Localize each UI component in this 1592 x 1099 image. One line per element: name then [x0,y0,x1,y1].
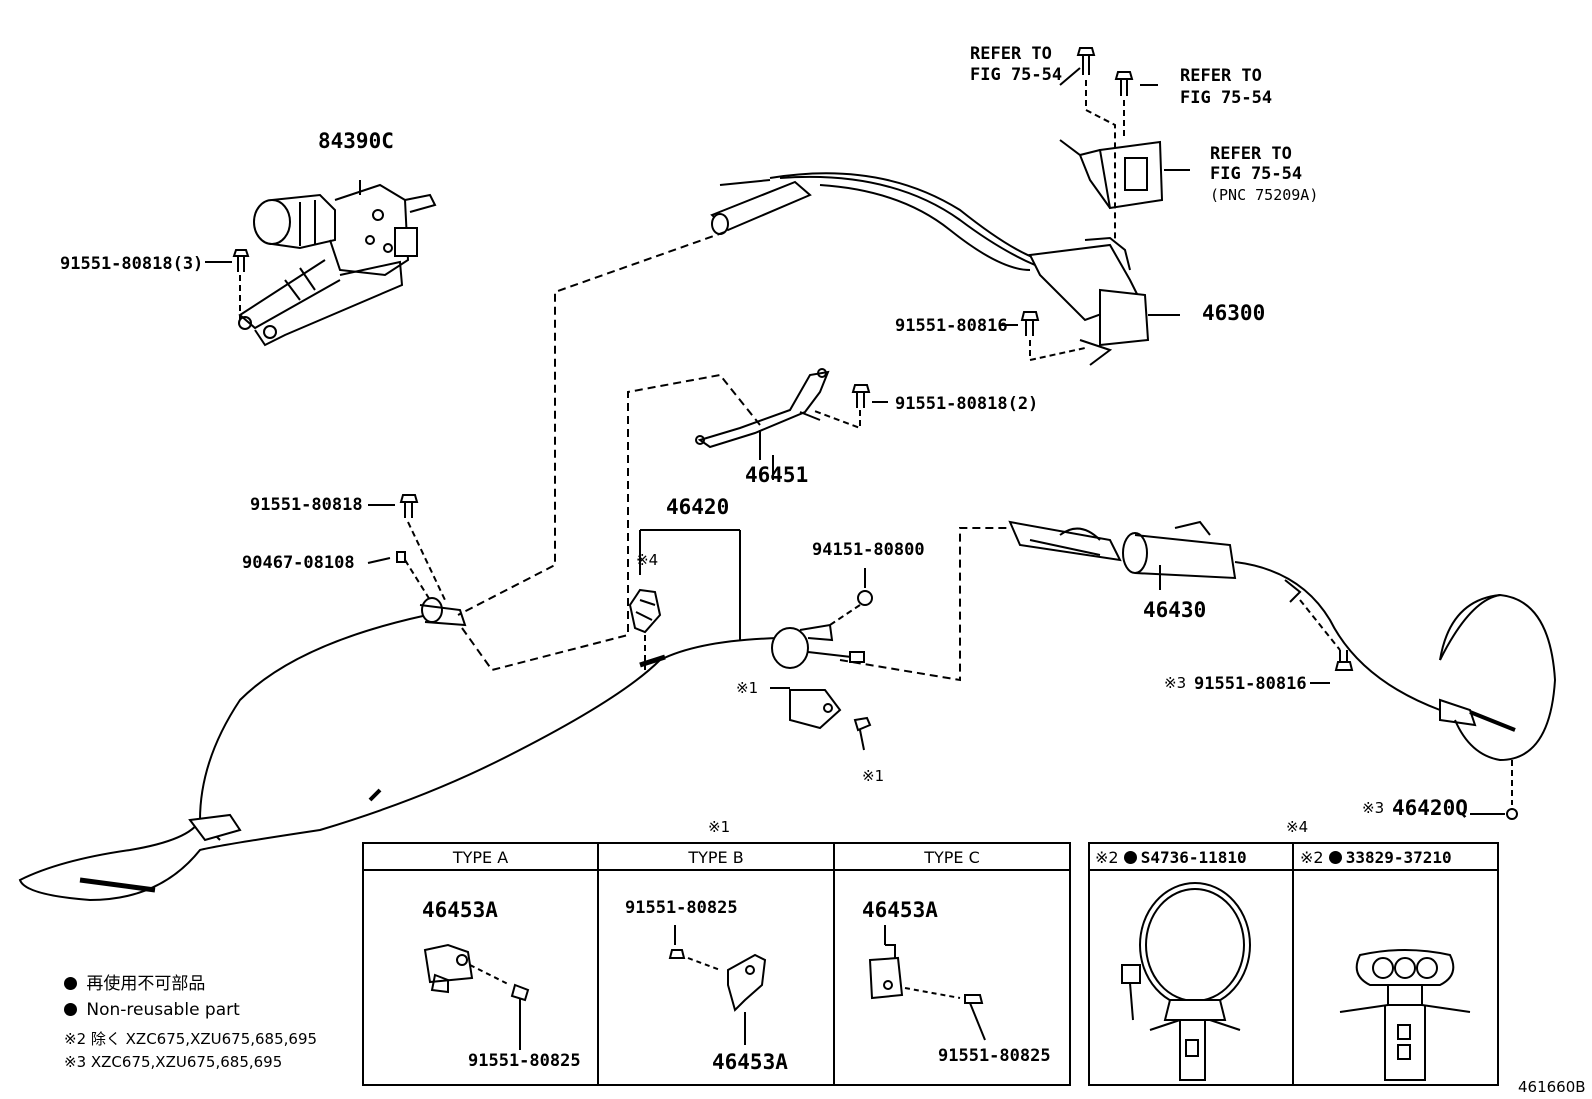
table-clips [1088,842,1499,1086]
refer-3-line3: (PNC 75209A) [1210,186,1319,204]
table1-b-part1: 91551-80825 [625,898,738,918]
mark-3-a: ※3 [1164,674,1187,692]
label-46420Q: 46420Q [1392,796,1468,820]
mark-3-b: ※3 [1362,799,1385,817]
table1-b-part2: 46453A [712,1050,788,1074]
table1-c-part2: 91551-80825 [938,1046,1051,1066]
non-reusable-dot-icon [64,977,77,990]
lever-assembly-84390C [238,183,437,347]
refer-3-line1: REFER TO [1210,144,1292,164]
table1-type-b: TYPE B [688,848,744,867]
legend-en: Non-reusable part [64,1002,240,1019]
bracket-46451 [695,368,888,460]
table1-type-a: TYPE A [452,848,509,867]
label-46430: 46430 [1143,598,1207,622]
mark-1-a: ※1 [736,679,759,697]
bracket-mark1 [770,687,872,751]
label-91551-80816-mid: 91551-80816 [1194,674,1307,694]
table1-c-part1: 46453A [862,898,938,922]
nut-46420Q [1470,760,1518,820]
leader-lines [205,180,774,480]
table2-caption: ※4 [1286,818,1309,836]
refer-1-line2: FIG 75-54 [970,65,1063,85]
label-91551-80818: 91551-80818 [250,495,363,515]
table1-caption: ※1 [708,818,731,836]
non-reusable-dot-icon [1123,851,1137,864]
legend-note-3: ※3 XZC675,XZU675,685,695 [64,1053,283,1071]
label-46451: 46451 [745,463,809,487]
clip-mark4 [628,588,662,670]
cable-46420 [18,529,865,902]
label-91551-80816-top: 91551-80816 [895,316,1008,336]
bolts-left [367,494,446,601]
non-reusable-dot-icon [64,1003,77,1016]
table1-a-part2: 91551-80825 [468,1051,581,1071]
top-bolts [1059,47,1158,240]
table2-h2-mark: ※2 [1300,848,1324,867]
refer-3-line2: FIG 75-54 [1210,164,1303,184]
cable-46430 [1008,520,1557,762]
label-91551-80818-3: 91551-80818(3) [60,254,204,274]
legend-note-2: ※2 除く XZC675,XZU675,685,695 [64,1030,318,1048]
nut-94151-80800 [829,568,873,626]
bolt-91551-80818-3 [232,249,250,320]
table-type-abc [362,842,1071,1086]
mark-4: ※4 [636,551,659,569]
bracket-75209A [1059,139,1190,210]
legend-jp-text: 再使用不可部品 [86,974,206,994]
table2-h1-part: S4736-11810 [1140,848,1247,867]
refer-2-line1: REFER TO [1180,66,1262,86]
legend-en-text: Non-reusable part [86,1000,240,1020]
table2-header-1: ※2 S4736-11810 [1095,848,1247,867]
non-reusable-dot-icon [1328,851,1342,864]
mark-1-b: ※1 [862,767,885,785]
label-94151-80800: 94151-80800 [812,540,925,560]
label-90467-08108: 90467-08108 [242,553,355,573]
connection-lines [457,231,1010,682]
table2-h1-mark: ※2 [1095,848,1119,867]
table1-a-part1: 46453A [422,898,498,922]
cable-46300 [710,172,1180,366]
legend-jp: 再使用不可部品 [64,976,205,993]
refer-1-line1: REFER TO [970,44,1052,64]
label-46300: 46300 [1202,301,1266,325]
label-91551-80818-2: 91551-80818(2) [895,394,1039,414]
label-84390C: 84390C [318,129,394,153]
table2-h2-part: 33829-37210 [1345,848,1452,867]
bolt-91551-80816-top [1000,311,1086,362]
diagram-id: 461660B [1518,1078,1586,1096]
table2-header-2: ※2 33829-37210 [1300,848,1452,867]
refer-2-line2: FIG 75-54 [1180,88,1273,108]
bolt-91551-80816-mid [1299,599,1354,684]
label-46420: 46420 [666,495,730,519]
table1-type-c: TYPE C [924,848,980,867]
